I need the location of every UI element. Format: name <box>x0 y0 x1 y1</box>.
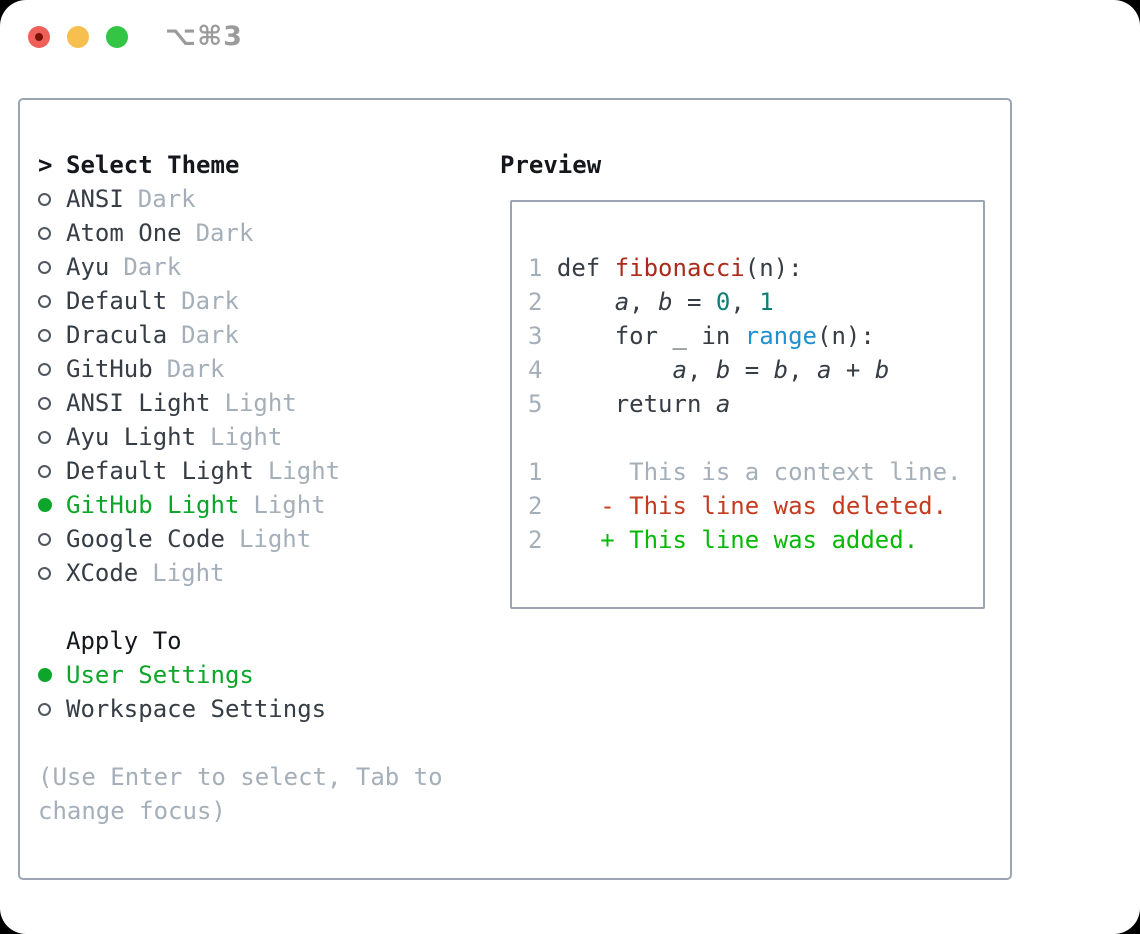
radio-icon <box>38 260 51 274</box>
option-label: Default Light <box>66 457 254 485</box>
line-number: 2 <box>528 526 557 554</box>
option-label: Ayu <box>66 253 110 281</box>
radio-icon <box>38 532 51 546</box>
apply-option-1[interactable]: Workspace Settings <box>38 692 482 726</box>
option-variant: Dark <box>166 355 225 383</box>
theme-option-6[interactable]: ANSI Light Light <box>38 386 482 420</box>
line-number: 1 <box>528 458 557 486</box>
preview-code-box: 1 def fibonacci(n): 2 a, b = 0, 1 3 for _ … <box>510 200 985 609</box>
theme-option-5[interactable]: GitHub Dark <box>38 352 482 386</box>
option-label: GitHub Light <box>66 491 240 519</box>
option-label: ANSI Light <box>66 389 211 417</box>
radio-icon <box>38 226 51 240</box>
code-line: 1 def fibonacci(n): <box>528 254 803 282</box>
option-label: XCode <box>66 559 139 587</box>
option-variant: Light <box>224 389 297 417</box>
theme-option-9[interactable]: GitHub Light Light <box>38 488 482 522</box>
option-variant: Light <box>267 457 341 485</box>
line-number: 2 <box>528 288 557 316</box>
option-label: Ayu Light <box>66 423 197 451</box>
code-line <box>528 421 983 455</box>
option-variant: Dark <box>137 185 196 213</box>
radio-icon <box>38 464 51 478</box>
line-number: 1 <box>528 254 557 282</box>
code-line: 2 + This line was added. <box>528 526 919 554</box>
option-variant: Light <box>253 491 326 519</box>
code-line: 1 This is a context line. <box>528 458 962 486</box>
zoom-button[interactable] <box>106 26 128 48</box>
apply-option-0[interactable]: User Settings <box>38 658 482 692</box>
theme-option-3[interactable]: Default Dark <box>38 284 482 318</box>
radio-icon <box>38 294 51 308</box>
option-label: Default <box>66 287 168 315</box>
option-label: GitHub <box>66 355 153 383</box>
theme-option-10[interactable]: Google Code Light <box>38 522 482 556</box>
code-line: 3 for _ in range(n): <box>528 322 875 350</box>
radio-icon <box>38 702 51 716</box>
option-label: Google Code <box>66 525 225 553</box>
code-line: 4 a, b = b, a + b <box>528 356 890 384</box>
theme-option-8[interactable]: Default Light Light <box>38 454 482 488</box>
code-line: 2 a, b = 0, 1 <box>528 288 774 316</box>
code-line: 5 return a <box>528 390 731 418</box>
radio-selected-icon <box>38 498 52 512</box>
radio-icon <box>38 328 51 342</box>
radio-icon <box>38 396 51 410</box>
option-label: Dracula <box>66 321 168 349</box>
option-variant: Dark <box>181 321 239 349</box>
option-variant: Dark <box>181 287 239 315</box>
minimize-button[interactable] <box>67 26 89 48</box>
radio-selected-icon <box>38 668 52 682</box>
option-variant: Light <box>210 423 283 451</box>
theme-list-header: > Select Theme <box>38 148 482 182</box>
option-label: ANSI <box>66 185 124 213</box>
radio-icon <box>38 362 51 376</box>
theme-option-4[interactable]: Dracula Dark <box>38 318 482 352</box>
radio-icon <box>38 430 51 444</box>
line-number: 3 <box>528 322 557 350</box>
apply-to-header: Apply To <box>38 624 482 658</box>
option-label: Workspace Settings <box>66 695 327 723</box>
apply-to-title: Apply To <box>66 627 182 655</box>
radio-icon <box>38 192 51 206</box>
option-label: User Settings <box>66 661 254 689</box>
option-variant: Light <box>238 525 312 553</box>
keyboard-hint: (Use Enter to select, Tab to change focu… <box>38 763 443 825</box>
theme-list-title: Select Theme <box>66 151 240 179</box>
theme-option-0[interactable]: ANSI Dark <box>38 182 482 216</box>
close-button[interactable] <box>28 26 50 48</box>
option-label: Atom One <box>66 219 182 247</box>
code-line: 2 - This line was deleted. <box>528 492 948 520</box>
line-number: 2 <box>528 492 557 520</box>
theme-option-2[interactable]: Ayu Dark <box>38 250 482 284</box>
radio-icon <box>38 566 51 580</box>
cursor-icon: > <box>38 151 53 179</box>
option-variant: Dark <box>195 219 254 247</box>
preview-title: Preview <box>500 151 602 179</box>
option-variant: Light <box>152 559 225 587</box>
theme-option-1[interactable]: Atom One Dark <box>38 216 482 250</box>
theme-option-7[interactable]: Ayu Light Light <box>38 420 482 454</box>
line-number: 4 <box>528 356 557 384</box>
window-shortcut-label: ⌥⌘3 <box>165 21 243 52</box>
option-variant: Dark <box>123 253 182 281</box>
theme-option-11[interactable]: XCode Light <box>38 556 482 590</box>
line-number: 5 <box>528 390 557 418</box>
